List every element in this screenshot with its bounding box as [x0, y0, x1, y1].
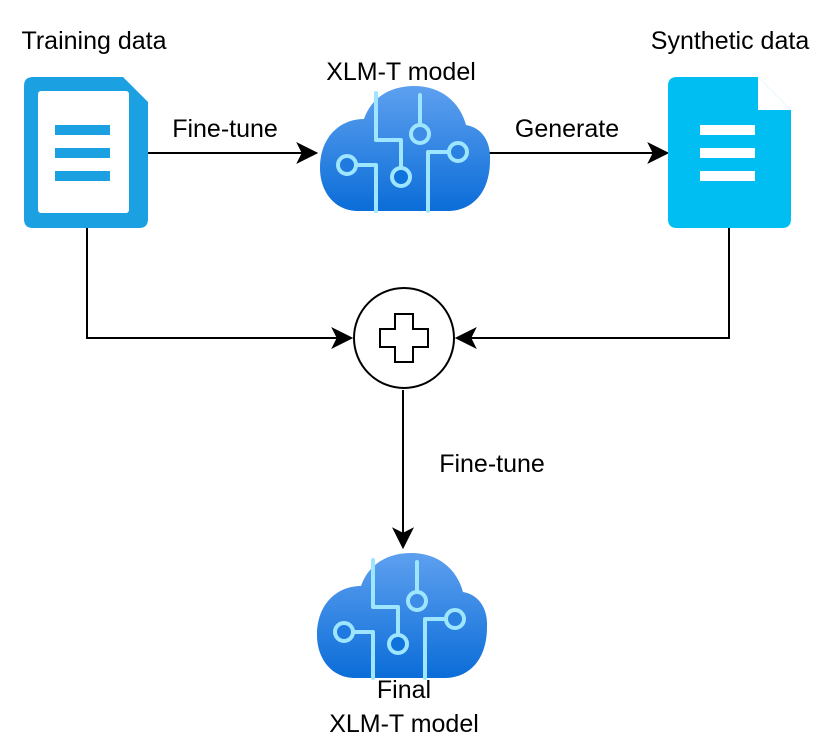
- edge-label-finetune-1: Fine-tune: [172, 115, 278, 143]
- synthetic-data-label: Synthetic data: [651, 27, 810, 55]
- edge-training-to-combine: [86, 228, 354, 349]
- final-model-label-line2: XLM-T model: [329, 710, 479, 738]
- final-model-label-line1: Final: [377, 676, 431, 704]
- plus-icon: [379, 313, 429, 363]
- document-icon: [24, 77, 148, 228]
- edge-synthetic-to-combine: [454, 228, 730, 349]
- combine-node: [353, 287, 455, 389]
- xlmt-model-node: XLM-T model: [320, 58, 491, 213]
- synthetic-data-node: Synthetic data: [651, 27, 810, 228]
- training-data-label: Training data: [22, 27, 167, 55]
- cloud-circuit-icon: [320, 86, 491, 213]
- document-icon: [668, 77, 791, 228]
- final-model-node: Final XLM-T model: [317, 553, 488, 738]
- edge-label-finetune-2: Fine-tune: [439, 450, 545, 478]
- cloud-circuit-icon: [317, 553, 488, 680]
- training-data-node: Training data: [22, 27, 167, 228]
- xlmt-model-label: XLM-T model: [326, 58, 476, 86]
- edge-label-generate: Generate: [515, 115, 619, 143]
